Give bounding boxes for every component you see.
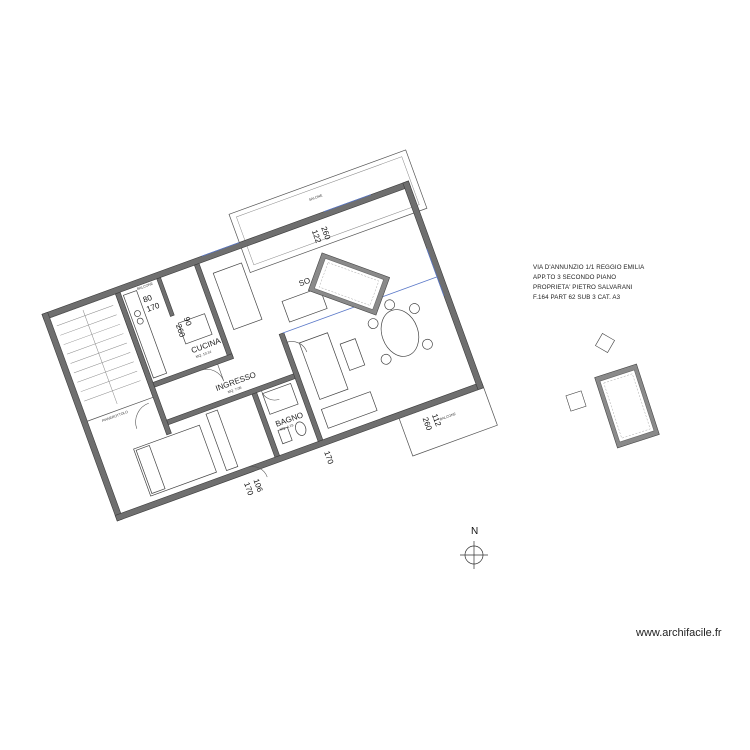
info-line: PROPRIETA' PIETRO SALVARANI xyxy=(533,284,633,291)
north-label: N xyxy=(471,526,479,537)
door-swing-2 xyxy=(261,390,280,401)
dining-table xyxy=(380,309,420,357)
desk xyxy=(212,262,263,331)
door-swing-3 xyxy=(286,341,308,353)
door-swing-4 xyxy=(135,402,149,429)
info-line: VIA D'ANNUNZIO 1/1 REGGIO EMILIA xyxy=(533,264,645,271)
loose-square-1 xyxy=(565,390,587,412)
room-area-bagno: MQ. 4.19 xyxy=(279,423,294,432)
room-area-cucina: MQ. 10.14 xyxy=(195,350,212,359)
coffee-table xyxy=(339,338,366,371)
wardrobe xyxy=(205,409,239,472)
room-label-pianerottolo: PIANEROTTOLO xyxy=(101,410,128,423)
rug xyxy=(307,252,391,316)
room-label-balcone: BALCONE xyxy=(439,412,457,422)
tv-unit xyxy=(320,391,378,429)
dim-80: 80 xyxy=(142,293,154,305)
info-line: F.164 PART 62 SUB 3 CAT. A3 xyxy=(533,294,621,301)
info-line: APP.TO 3 SECONDO PIANO xyxy=(533,274,617,281)
dim-260c: 260 xyxy=(421,416,434,432)
dim-90: 90 xyxy=(182,316,194,328)
dim-170b: 170 xyxy=(322,450,335,466)
door-swing-1 xyxy=(200,364,225,382)
dim-112: 112 xyxy=(430,413,443,429)
door-swing-5 xyxy=(246,466,268,478)
chair xyxy=(367,318,379,329)
kitchen-counter xyxy=(122,290,168,379)
wall-cucina-bottom xyxy=(152,353,234,388)
shower xyxy=(261,382,299,415)
property-info: VIA D'ANNUNZIO 1/1 REGGIO EMILIA APP.TO … xyxy=(533,263,644,303)
stove-burner xyxy=(134,310,141,317)
dim-170a: 170 xyxy=(145,301,161,314)
dim-106: 106 xyxy=(252,478,265,494)
dim-260a: 260 xyxy=(174,323,187,339)
room-label-balcone-small: BALCONE xyxy=(136,281,154,291)
wall-bagno xyxy=(251,392,280,458)
wall-small xyxy=(156,277,175,317)
dim-122: 122 xyxy=(310,229,323,245)
balcony-top xyxy=(228,149,428,273)
wall-living-left xyxy=(278,332,324,442)
stair-treads xyxy=(56,305,141,405)
rotated-plan: CUCINA MQ. 10.14 SO INGRESSO MQ. 7.06 BA… xyxy=(41,149,498,522)
room-area-ingresso: MQ. 7.06 xyxy=(227,386,242,395)
room-label-soggiorno: SO xyxy=(298,276,312,288)
loose-square-2 xyxy=(595,333,615,353)
sink xyxy=(277,426,293,445)
dim-170c: 170 xyxy=(242,481,255,497)
armchair xyxy=(281,287,328,323)
dim-260b: 260 xyxy=(319,225,332,241)
watermark: www.archifacile.fr xyxy=(636,627,722,639)
north-arrow xyxy=(460,541,488,569)
toilet xyxy=(295,421,307,436)
sofa xyxy=(298,332,349,400)
room-label-salone: SALONE xyxy=(308,193,323,202)
rug-standalone xyxy=(594,363,660,449)
balcony-bottom xyxy=(398,387,498,457)
kitchen-table xyxy=(177,313,213,345)
